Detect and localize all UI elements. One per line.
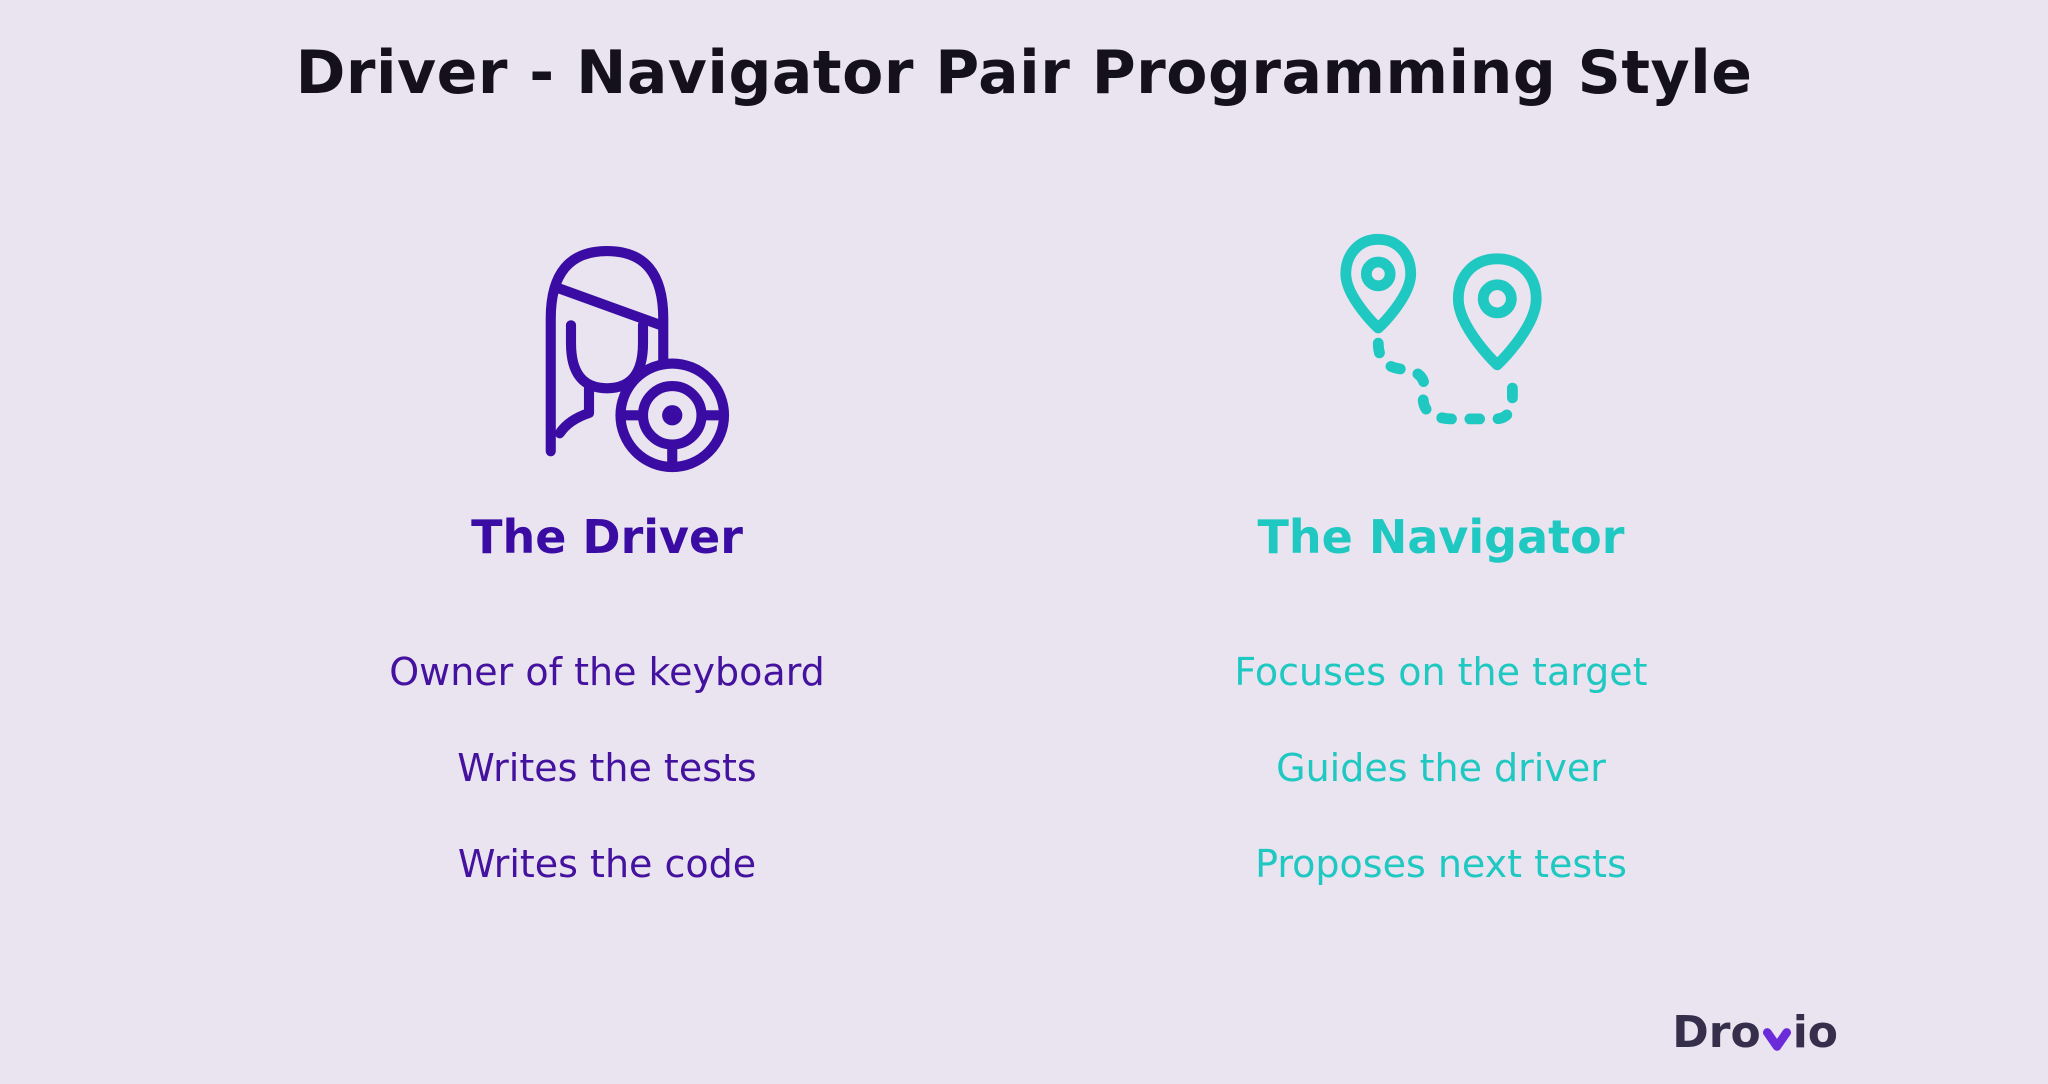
driver-item: Owner of the keyboard [389, 650, 825, 694]
route-map-pins-icon [1311, 186, 1571, 496]
navigator-heading: The Navigator [1257, 510, 1625, 564]
page-title: Driver - Navigator Pair Programming Styl… [295, 38, 1753, 108]
driver-column: The Driver Owner of the keyboard Writes … [190, 186, 1024, 938]
navigator-item: Proposes next tests [1255, 842, 1627, 886]
driver-item: Writes the code [457, 842, 757, 886]
logo-text-after: io [1792, 1007, 1838, 1058]
comparison-columns: The Driver Owner of the keyboard Writes … [0, 186, 2048, 938]
navigator-item: Focuses on the target [1234, 650, 1648, 694]
driver-heading: The Driver [471, 510, 743, 564]
driver-item: Writes the tests [457, 746, 757, 790]
driver-item-list: Owner of the keyboard Writes the tests W… [389, 650, 825, 938]
driver-woman-steering-wheel-icon [472, 186, 742, 496]
chevron-down-icon [1762, 1027, 1791, 1053]
navigator-item-list: Focuses on the target Guides the driver … [1234, 650, 1647, 938]
logo-text-before: Dro [1672, 1007, 1761, 1058]
navigator-column: The Navigator Focuses on the target Guid… [1024, 186, 1858, 938]
navigator-item: Guides the driver [1276, 746, 1606, 790]
drovio-logo: Dro io [1672, 1007, 1838, 1058]
